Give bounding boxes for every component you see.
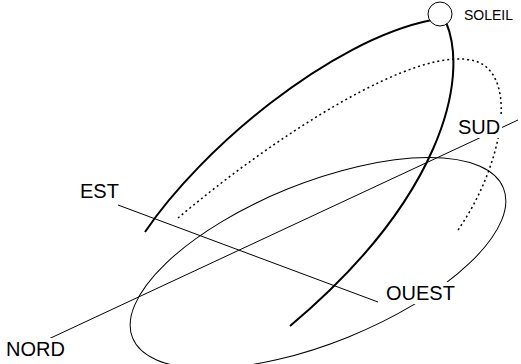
north-south-axis — [40, 120, 518, 343]
direction-label: SUD — [456, 116, 502, 138]
sun-path-rising — [145, 20, 432, 232]
sun-label: SOLEIL — [462, 7, 515, 23]
direction-label: OUEST — [384, 282, 457, 304]
east-west-axis — [118, 205, 378, 302]
direction-label: NORD — [4, 338, 67, 360]
horizon-ellipse — [103, 114, 521, 364]
sun-path-setting — [290, 22, 453, 326]
sun-circle — [428, 2, 452, 26]
direction-label: EST — [78, 180, 121, 202]
